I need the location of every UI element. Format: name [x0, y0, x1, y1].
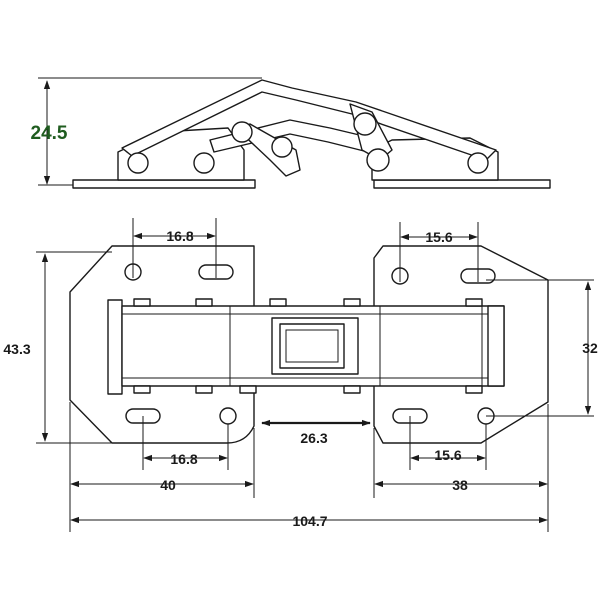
label-right-plate-width: 38 — [452, 477, 468, 493]
dimension-labels: 24.5 16.8 15.6 43.3 32 26.3 16.8 15.6 40… — [3, 123, 598, 529]
arm-end-cap — [107, 299, 123, 395]
rivet-tab — [343, 385, 361, 394]
rivet-tab — [133, 385, 151, 394]
label-hole-spacing: 32 — [582, 340, 598, 356]
spring-housing-core — [285, 329, 339, 363]
side-pivot-pin — [271, 136, 293, 158]
label-top-left-spacing: 16.8 — [166, 228, 193, 244]
label-left-plate-width: 40 — [160, 477, 176, 493]
rivet-tab — [343, 298, 361, 307]
side-pivot-pin — [127, 152, 149, 174]
rivet-tab — [133, 298, 151, 307]
side-lower-link — [235, 123, 301, 177]
spring-housing-inner — [279, 323, 345, 369]
side-view — [38, 77, 551, 189]
rivet-tab — [465, 298, 483, 307]
side-pivot-pin — [193, 152, 215, 174]
rivet-tab — [239, 385, 257, 394]
rivet-tab — [195, 385, 213, 394]
label-top-right-spacing: 15.6 — [425, 229, 452, 245]
side-pivot-pin — [467, 152, 489, 174]
label-overall-height: 43.3 — [3, 341, 30, 357]
mounting-hole — [219, 407, 237, 425]
label-bottom-right-spacing: 15.6 — [434, 447, 461, 463]
dimension-lines — [36, 218, 594, 532]
side-pivot-pin — [366, 148, 390, 172]
label-side-height: 24.5 — [31, 123, 68, 144]
side-right-plate — [373, 179, 551, 189]
rivet-tab — [195, 298, 213, 307]
rivet-tab — [269, 298, 287, 307]
label-bottom-left-spacing: 16.8 — [170, 451, 197, 467]
label-center-travel: 26.3 — [300, 430, 327, 446]
side-left-plate — [72, 179, 256, 189]
top-view — [69, 245, 549, 444]
arm-end-block — [487, 305, 505, 387]
side-pivot-pin — [231, 121, 253, 143]
rivet-tab — [465, 385, 483, 394]
side-pivot-pin — [353, 112, 377, 136]
label-overall-width: 104.7 — [292, 513, 327, 529]
